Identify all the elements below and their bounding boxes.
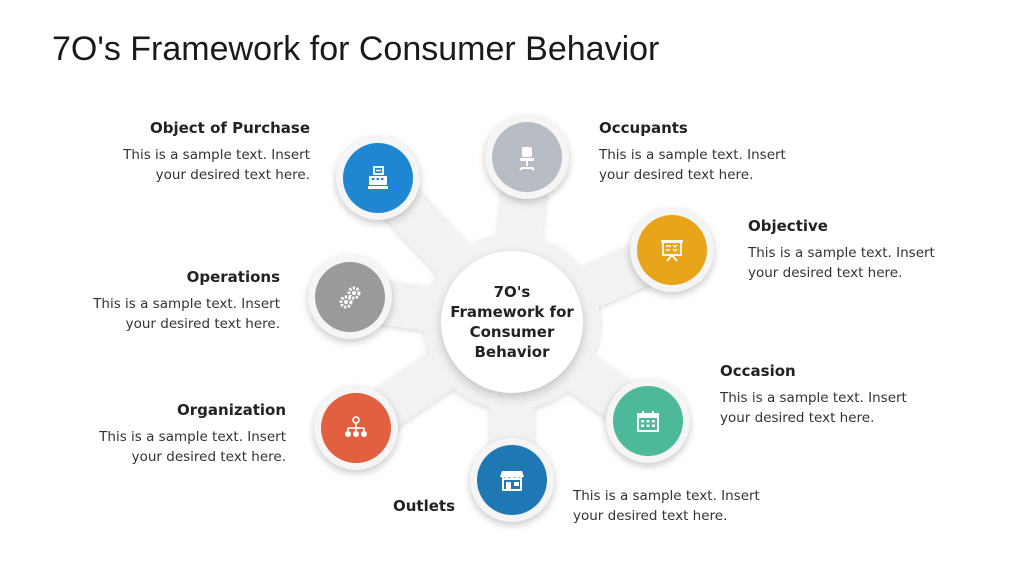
item-outlets-text: This is a sample text. Insert your desir… <box>573 486 760 526</box>
item-occupants: Occupants This is a sample text. Insert … <box>599 119 786 185</box>
item-text: This is a sample text. Insert your desir… <box>720 390 907 426</box>
node-occasion <box>606 379 690 463</box>
item-outlets-title: Outlets <box>393 497 455 515</box>
center-hub: 7O's Framework for Consumer Behavior <box>441 251 583 393</box>
item-title: Objective <box>748 217 828 235</box>
item-title: Outlets <box>393 497 456 515</box>
item-text: This is a sample text. Insert your desir… <box>123 147 310 183</box>
office-chair-icon <box>519 147 535 171</box>
item-title: Object of Purchase <box>149 119 310 137</box>
cash-register-icon <box>368 166 388 189</box>
node-objective <box>630 208 714 292</box>
item-text: This is a sample text. Insert your desir… <box>748 245 935 281</box>
item-title: Occasion <box>720 362 796 380</box>
item-objective: Objective This is a sample text. Insert … <box>748 217 935 283</box>
gears-icon <box>339 286 361 309</box>
item-text: This is a sample text. Insert your desir… <box>93 296 280 332</box>
calendar-icon <box>637 411 659 432</box>
item-title: Occupants <box>599 119 688 137</box>
node-outlets <box>470 438 554 522</box>
item-operations: Operations This is a sample text. Insert… <box>93 268 280 334</box>
org-chart-icon <box>345 416 367 437</box>
center-label: 7O's Framework for Consumer Behavior <box>450 283 574 361</box>
presentation-board-icon <box>661 240 683 262</box>
item-text: This is a sample text. Insert your desir… <box>573 488 760 524</box>
item-occasion: Occasion This is a sample text. Insert y… <box>720 362 907 428</box>
node-organization <box>314 386 398 470</box>
node-occupants <box>485 115 569 199</box>
item-title: Operations <box>186 268 280 286</box>
slide-title: 7O's Framework for Consumer Behavior <box>52 30 660 68</box>
node-object-of-purchase <box>336 136 420 220</box>
item-text: This is a sample text. Insert your desir… <box>99 429 286 465</box>
item-title: Organization <box>177 401 286 419</box>
storefront-icon <box>500 471 524 491</box>
node-operations <box>308 255 392 339</box>
item-object-of-purchase: Object of Purchase This is a sample text… <box>123 119 310 185</box>
item-organization: Organization This is a sample text. Inse… <box>99 401 286 467</box>
item-text: This is a sample text. Insert your desir… <box>599 147 786 183</box>
